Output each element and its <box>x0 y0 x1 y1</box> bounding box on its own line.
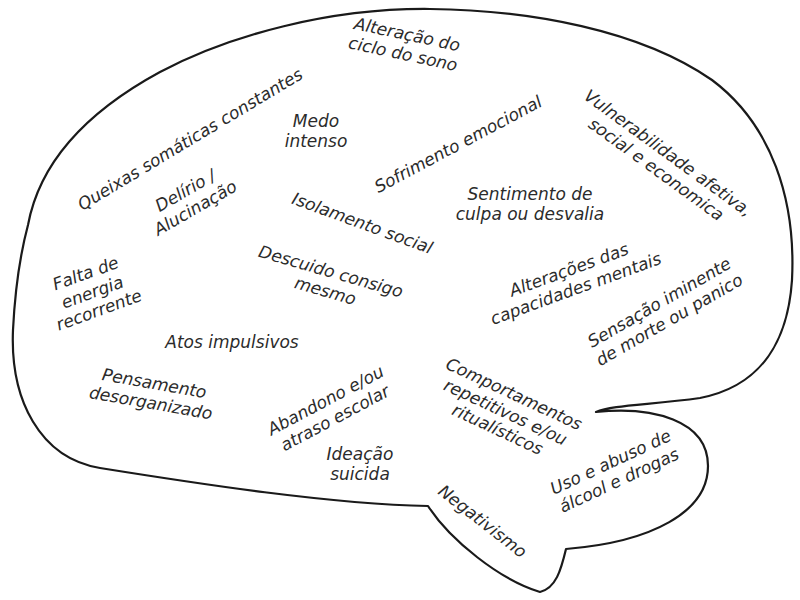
symptom-label: Pensamento desorganizado <box>77 362 227 426</box>
symptom-label: Atos impulsivos <box>165 333 298 353</box>
symptom-label: Sofrimento emocional <box>371 92 545 197</box>
symptom-label: Descuido consigo mesmo <box>241 240 415 324</box>
symptom-label: Medo intenso <box>271 112 361 151</box>
symptom-label: Falta de energia recorrente <box>33 246 152 337</box>
symptom-label: Vulnerabilidade afetiva, social e econom… <box>549 73 774 252</box>
symptom-label: Alteração do ciclo do sono <box>332 11 477 78</box>
symptom-label: Comportamentos repetitivos e/ou ritualís… <box>418 351 592 474</box>
brain-contour <box>13 9 793 592</box>
symptom-label: Sentimento de culpa ou desvalia <box>443 185 618 224</box>
symptom-label: Isolamento social <box>289 189 435 258</box>
symptom-label: Ideação suicida <box>315 445 405 484</box>
symptom-label: Negativismo <box>434 482 530 563</box>
